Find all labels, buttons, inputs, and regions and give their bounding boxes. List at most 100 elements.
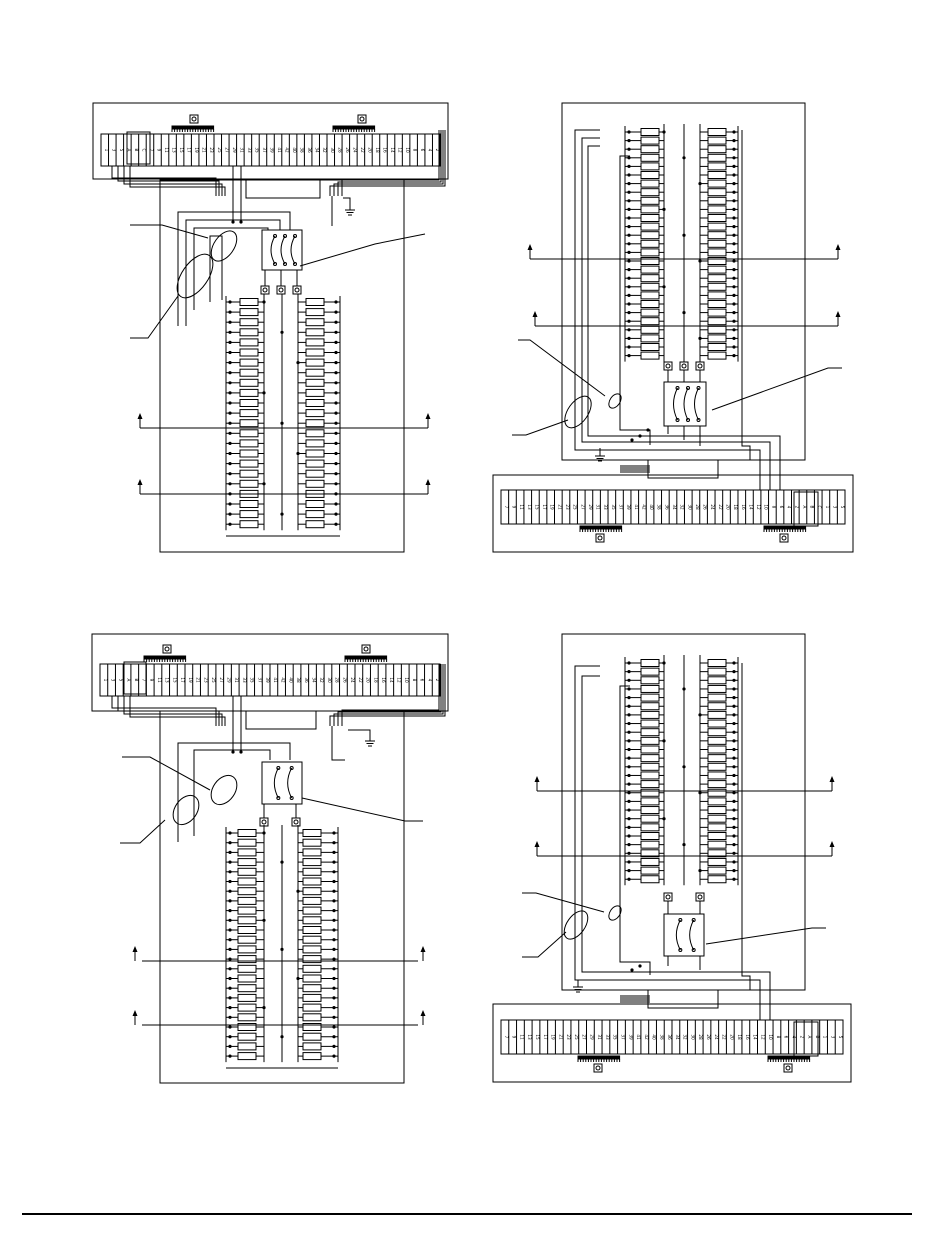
- feeder: [177, 211, 291, 326]
- terminal-comb: [577, 1055, 621, 1060]
- terminal-label: B: [134, 679, 139, 682]
- junction-dot: [334, 512, 338, 516]
- terminal-label: 10: [405, 147, 410, 153]
- lug-terminal: [695, 361, 705, 371]
- junction-dot: [332, 1006, 336, 1010]
- breaker: [707, 676, 727, 685]
- breaker: [707, 214, 727, 222]
- junction-dot: [228, 870, 232, 874]
- junction-dot: [228, 451, 232, 456]
- junction-dot: [732, 877, 736, 881]
- lug-screw-icon: [294, 287, 300, 293]
- junction-dot: [732, 730, 736, 734]
- junction-dot: [627, 808, 631, 812]
- breaker: [707, 693, 727, 702]
- phase-block: [793, 1021, 819, 1057]
- junction-dot: [627, 311, 631, 315]
- lug-screw-icon: [785, 1065, 791, 1071]
- arrow-head-icon: [137, 479, 143, 485]
- terminal-label: 38: [657, 504, 662, 510]
- lug-screw-icon: [697, 363, 703, 369]
- breaker: [239, 449, 259, 458]
- terminal-label: 14: [748, 504, 753, 510]
- terminal-label: 7: [504, 1036, 509, 1039]
- junction-dot: [332, 860, 336, 864]
- breaker: [239, 318, 259, 327]
- junction-dot: [627, 139, 631, 143]
- terminal-label: 34: [315, 147, 320, 153]
- terminal-label: 9: [511, 506, 516, 509]
- breaker: [707, 780, 727, 789]
- terminal-label: 18: [737, 1034, 742, 1040]
- breaker: [640, 196, 660, 205]
- contact-point: [696, 386, 701, 390]
- feeder-harness: [341, 664, 440, 726]
- terminal-label: 2: [794, 506, 799, 509]
- junction-dot: [732, 721, 736, 726]
- terminal-label: 12: [756, 504, 761, 510]
- junction-dot: [732, 825, 736, 829]
- junction-dot: [334, 300, 338, 304]
- main-breaker: [663, 913, 705, 957]
- junction-dot: [732, 791, 736, 795]
- terminal-label: 21: [558, 1034, 563, 1040]
- terminal-label: 8: [771, 506, 776, 509]
- terminal-label: 25: [573, 504, 578, 510]
- breaker: [640, 317, 660, 326]
- terminal-label: B: [815, 1036, 820, 1039]
- breaker: [640, 351, 660, 360]
- feeder-harness: [341, 130, 440, 196]
- feeder: [581, 675, 771, 1020]
- junction-dot: [332, 1035, 336, 1039]
- junction-dot: [627, 233, 631, 237]
- terminal-label: 7: [504, 506, 509, 509]
- breaker-contact-icon: [270, 235, 276, 265]
- junction-dot: [228, 841, 232, 845]
- terminal-label: 29: [589, 1034, 594, 1040]
- junction-dot: [732, 869, 736, 873]
- terminal-label: 20: [367, 147, 372, 153]
- breaker: [239, 328, 259, 337]
- breaker: [302, 867, 322, 876]
- breaker-contact-icon: [673, 387, 678, 421]
- junction-dot: [627, 182, 631, 186]
- terminal-label: 33: [603, 504, 608, 510]
- contact-point: [289, 766, 294, 770]
- lug-terminal: [663, 892, 673, 902]
- breaker: [305, 358, 325, 367]
- leader-line: [299, 233, 426, 267]
- breaker: [707, 205, 727, 214]
- junction-dot: [332, 1015, 336, 1019]
- junction-dot: [228, 350, 232, 355]
- cable-bundle-ellipse: [608, 393, 622, 409]
- lug-terminal: [276, 285, 286, 295]
- feeder: [619, 155, 651, 445]
- breaker: [640, 239, 660, 248]
- junction-dot: [630, 438, 634, 442]
- junction-dot: [638, 434, 642, 438]
- terminal-label: 35: [254, 147, 259, 153]
- terminal-label: 20: [729, 1034, 734, 1040]
- terminal-label: 35: [611, 504, 616, 510]
- terminal-label: 3: [833, 506, 838, 509]
- breaker: [305, 388, 325, 397]
- junction-dot: [228, 831, 232, 835]
- breaker: [237, 1032, 257, 1041]
- breaker: [707, 667, 727, 676]
- terminal-label: 33: [247, 147, 252, 153]
- terminal-label: 37: [262, 147, 267, 153]
- terminal-label: 30: [330, 147, 335, 153]
- junction-dot: [228, 889, 232, 893]
- junction-dot: [732, 156, 736, 160]
- lug-screw-icon: [595, 1065, 601, 1071]
- terminal-label: 19: [188, 677, 193, 683]
- breaker: [305, 399, 325, 407]
- terminal-label: 30: [690, 1034, 695, 1040]
- terminal-label: 34: [675, 1034, 680, 1040]
- terminal-label: 22: [722, 1034, 727, 1040]
- breaker: [707, 659, 727, 667]
- terminal-label: 37: [257, 677, 262, 683]
- terminal-label: 1: [823, 1036, 828, 1039]
- terminal-label: 36: [664, 504, 669, 510]
- lug-terminal: [259, 817, 269, 827]
